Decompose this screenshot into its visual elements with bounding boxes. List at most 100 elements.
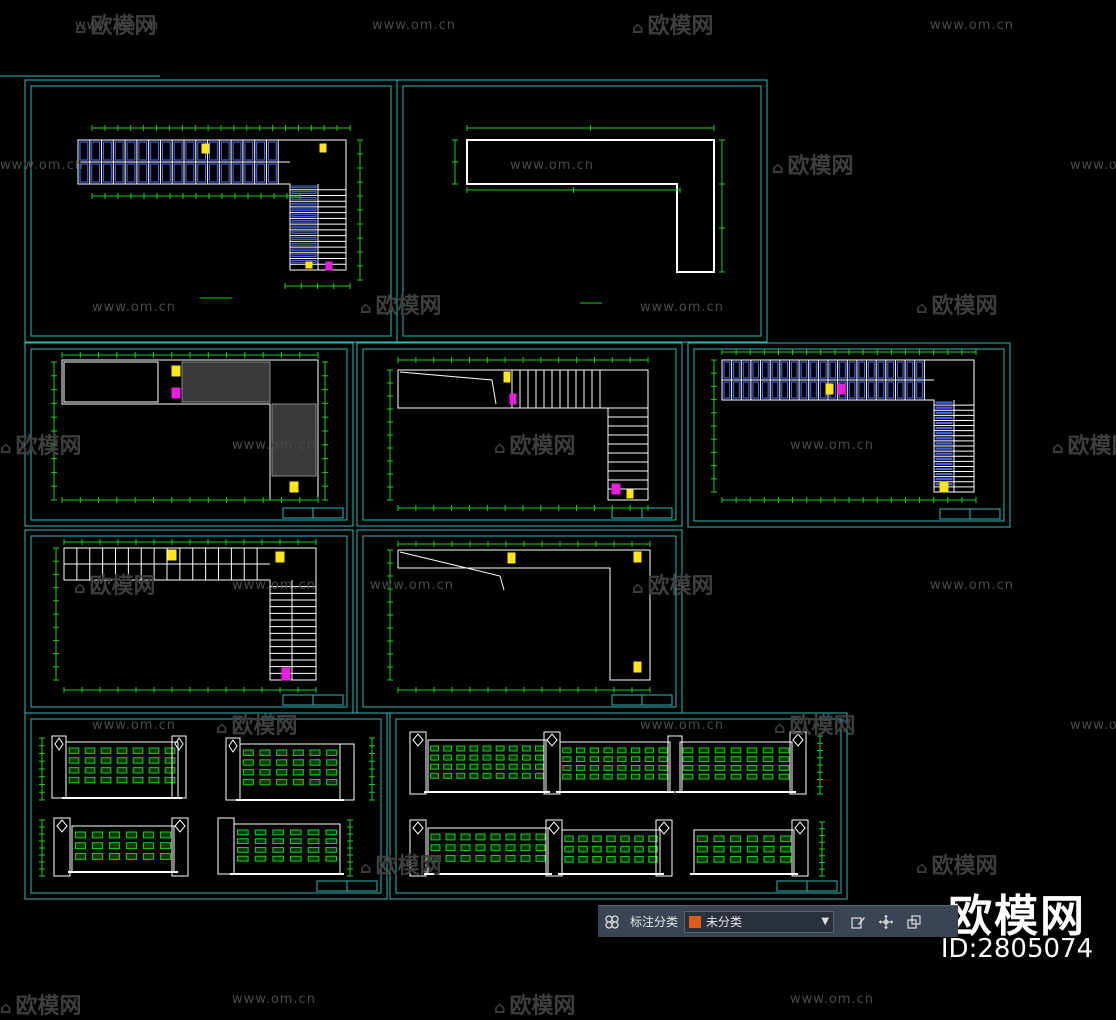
elevation-window bbox=[460, 833, 471, 841]
watermark-brand-10: 欧模网 bbox=[632, 568, 713, 600]
room-fixture bbox=[733, 361, 740, 379]
drawing-sheet-frame-7 bbox=[362, 535, 677, 708]
elevation-window bbox=[445, 854, 456, 862]
watermark-url-14: www.om.cn bbox=[92, 718, 176, 733]
drawing-sheet-frame-8 bbox=[30, 718, 382, 894]
room-fixture bbox=[752, 361, 760, 379]
elevation-window bbox=[326, 759, 338, 766]
elevation-window bbox=[290, 855, 302, 862]
elevation-window bbox=[259, 778, 271, 786]
chevron-down-icon: ▼ bbox=[821, 916, 830, 927]
elevation-window bbox=[290, 847, 302, 853]
stair-highlight bbox=[171, 365, 181, 377]
watermark-brand-3: 欧模网 bbox=[772, 148, 853, 180]
elevation-window bbox=[562, 747, 572, 754]
elevation-window bbox=[309, 778, 321, 786]
elevation-window bbox=[714, 747, 726, 754]
room-fixture bbox=[762, 381, 769, 399]
move-icon[interactable] bbox=[875, 911, 897, 933]
room-fixture bbox=[185, 141, 195, 161]
elevation-window bbox=[658, 756, 668, 763]
watermark-brand-7: 欧模网 bbox=[494, 428, 575, 460]
watermark-url-9: www.om.cn bbox=[232, 438, 316, 453]
elevation-window bbox=[682, 756, 694, 763]
room-fixture bbox=[161, 163, 171, 183]
elevation-window bbox=[307, 855, 320, 862]
drawing-sheet-6 bbox=[24, 529, 354, 714]
elevation-window bbox=[713, 845, 725, 853]
room-fixture bbox=[935, 411, 953, 414]
elevation-window bbox=[589, 765, 599, 771]
elevation-window bbox=[730, 845, 742, 853]
watermark-brand-16: 欧模网 bbox=[494, 988, 575, 1020]
elevation-window bbox=[644, 765, 654, 771]
elevation-window bbox=[456, 745, 466, 752]
elevation-window bbox=[746, 747, 758, 754]
elevation-window bbox=[505, 854, 516, 862]
room-fixture bbox=[800, 381, 808, 399]
room-fixture bbox=[185, 163, 195, 183]
elevation-window bbox=[746, 845, 758, 853]
room-fixture bbox=[723, 381, 731, 399]
elevation-window bbox=[592, 856, 602, 863]
room-fixture bbox=[896, 381, 904, 399]
elevation-window bbox=[259, 749, 271, 756]
room-fixture bbox=[935, 462, 953, 465]
room-fixture bbox=[114, 163, 124, 183]
elevation-window bbox=[603, 747, 613, 754]
elevation-window bbox=[242, 759, 254, 766]
elevation-window bbox=[505, 833, 516, 841]
room-fixture bbox=[858, 381, 866, 399]
elevation-window bbox=[780, 856, 792, 863]
tower-diamond bbox=[228, 739, 238, 753]
elevation-window bbox=[576, 773, 586, 780]
room-fixture bbox=[291, 208, 317, 212]
room-fixture bbox=[733, 381, 740, 399]
layers-icon[interactable] bbox=[601, 911, 623, 933]
elevation-window bbox=[259, 769, 271, 776]
elevation-window bbox=[272, 829, 284, 836]
room-fixture bbox=[209, 163, 218, 183]
room-fixture bbox=[742, 381, 750, 399]
elevation-window bbox=[132, 747, 144, 754]
stair-highlight bbox=[167, 549, 177, 561]
tower-diamond bbox=[174, 737, 184, 751]
tower-diamond bbox=[412, 733, 424, 747]
room-fixture bbox=[291, 191, 317, 194]
elevation-window bbox=[490, 844, 501, 852]
room-fixture bbox=[291, 260, 317, 263]
watermark-url-3: www.om.cn bbox=[930, 18, 1014, 33]
drawing-sheet-4 bbox=[356, 342, 683, 527]
room-fixture bbox=[771, 381, 779, 399]
elevation-window bbox=[142, 852, 155, 860]
copy-icon[interactable] bbox=[903, 911, 925, 933]
elevation-window bbox=[259, 759, 271, 766]
room-fixture bbox=[723, 361, 731, 379]
elevation-window bbox=[242, 778, 254, 786]
elevation-window bbox=[634, 835, 644, 843]
room-fixture bbox=[935, 437, 953, 440]
toilet-highlight bbox=[509, 393, 517, 405]
elevation-window bbox=[592, 835, 602, 843]
elevation-window bbox=[254, 829, 267, 836]
drawing-sheet-frame-9 bbox=[395, 718, 842, 894]
room-fixture bbox=[810, 361, 817, 379]
watermark-brand-14: 欧模网 bbox=[916, 848, 997, 880]
elevation-window bbox=[631, 747, 641, 754]
annotation-category-select[interactable]: 未分类 ▼ bbox=[684, 910, 835, 933]
room-fixture bbox=[209, 141, 218, 161]
elevation-window bbox=[148, 776, 160, 784]
room-fixture bbox=[906, 381, 914, 399]
room-fixture bbox=[935, 452, 953, 455]
elevation-window bbox=[443, 754, 453, 761]
stair-highlight bbox=[939, 481, 949, 493]
elevation-window bbox=[91, 842, 104, 850]
edit-icon[interactable] bbox=[847, 911, 869, 933]
tower-diamond bbox=[658, 821, 670, 835]
drawing-sheet-frame-6 bbox=[30, 535, 348, 708]
elevation-window bbox=[100, 747, 112, 754]
room-fixture bbox=[848, 361, 856, 379]
room-fixture bbox=[935, 442, 953, 445]
elevation-window bbox=[658, 765, 668, 771]
elevation-window bbox=[164, 776, 176, 784]
